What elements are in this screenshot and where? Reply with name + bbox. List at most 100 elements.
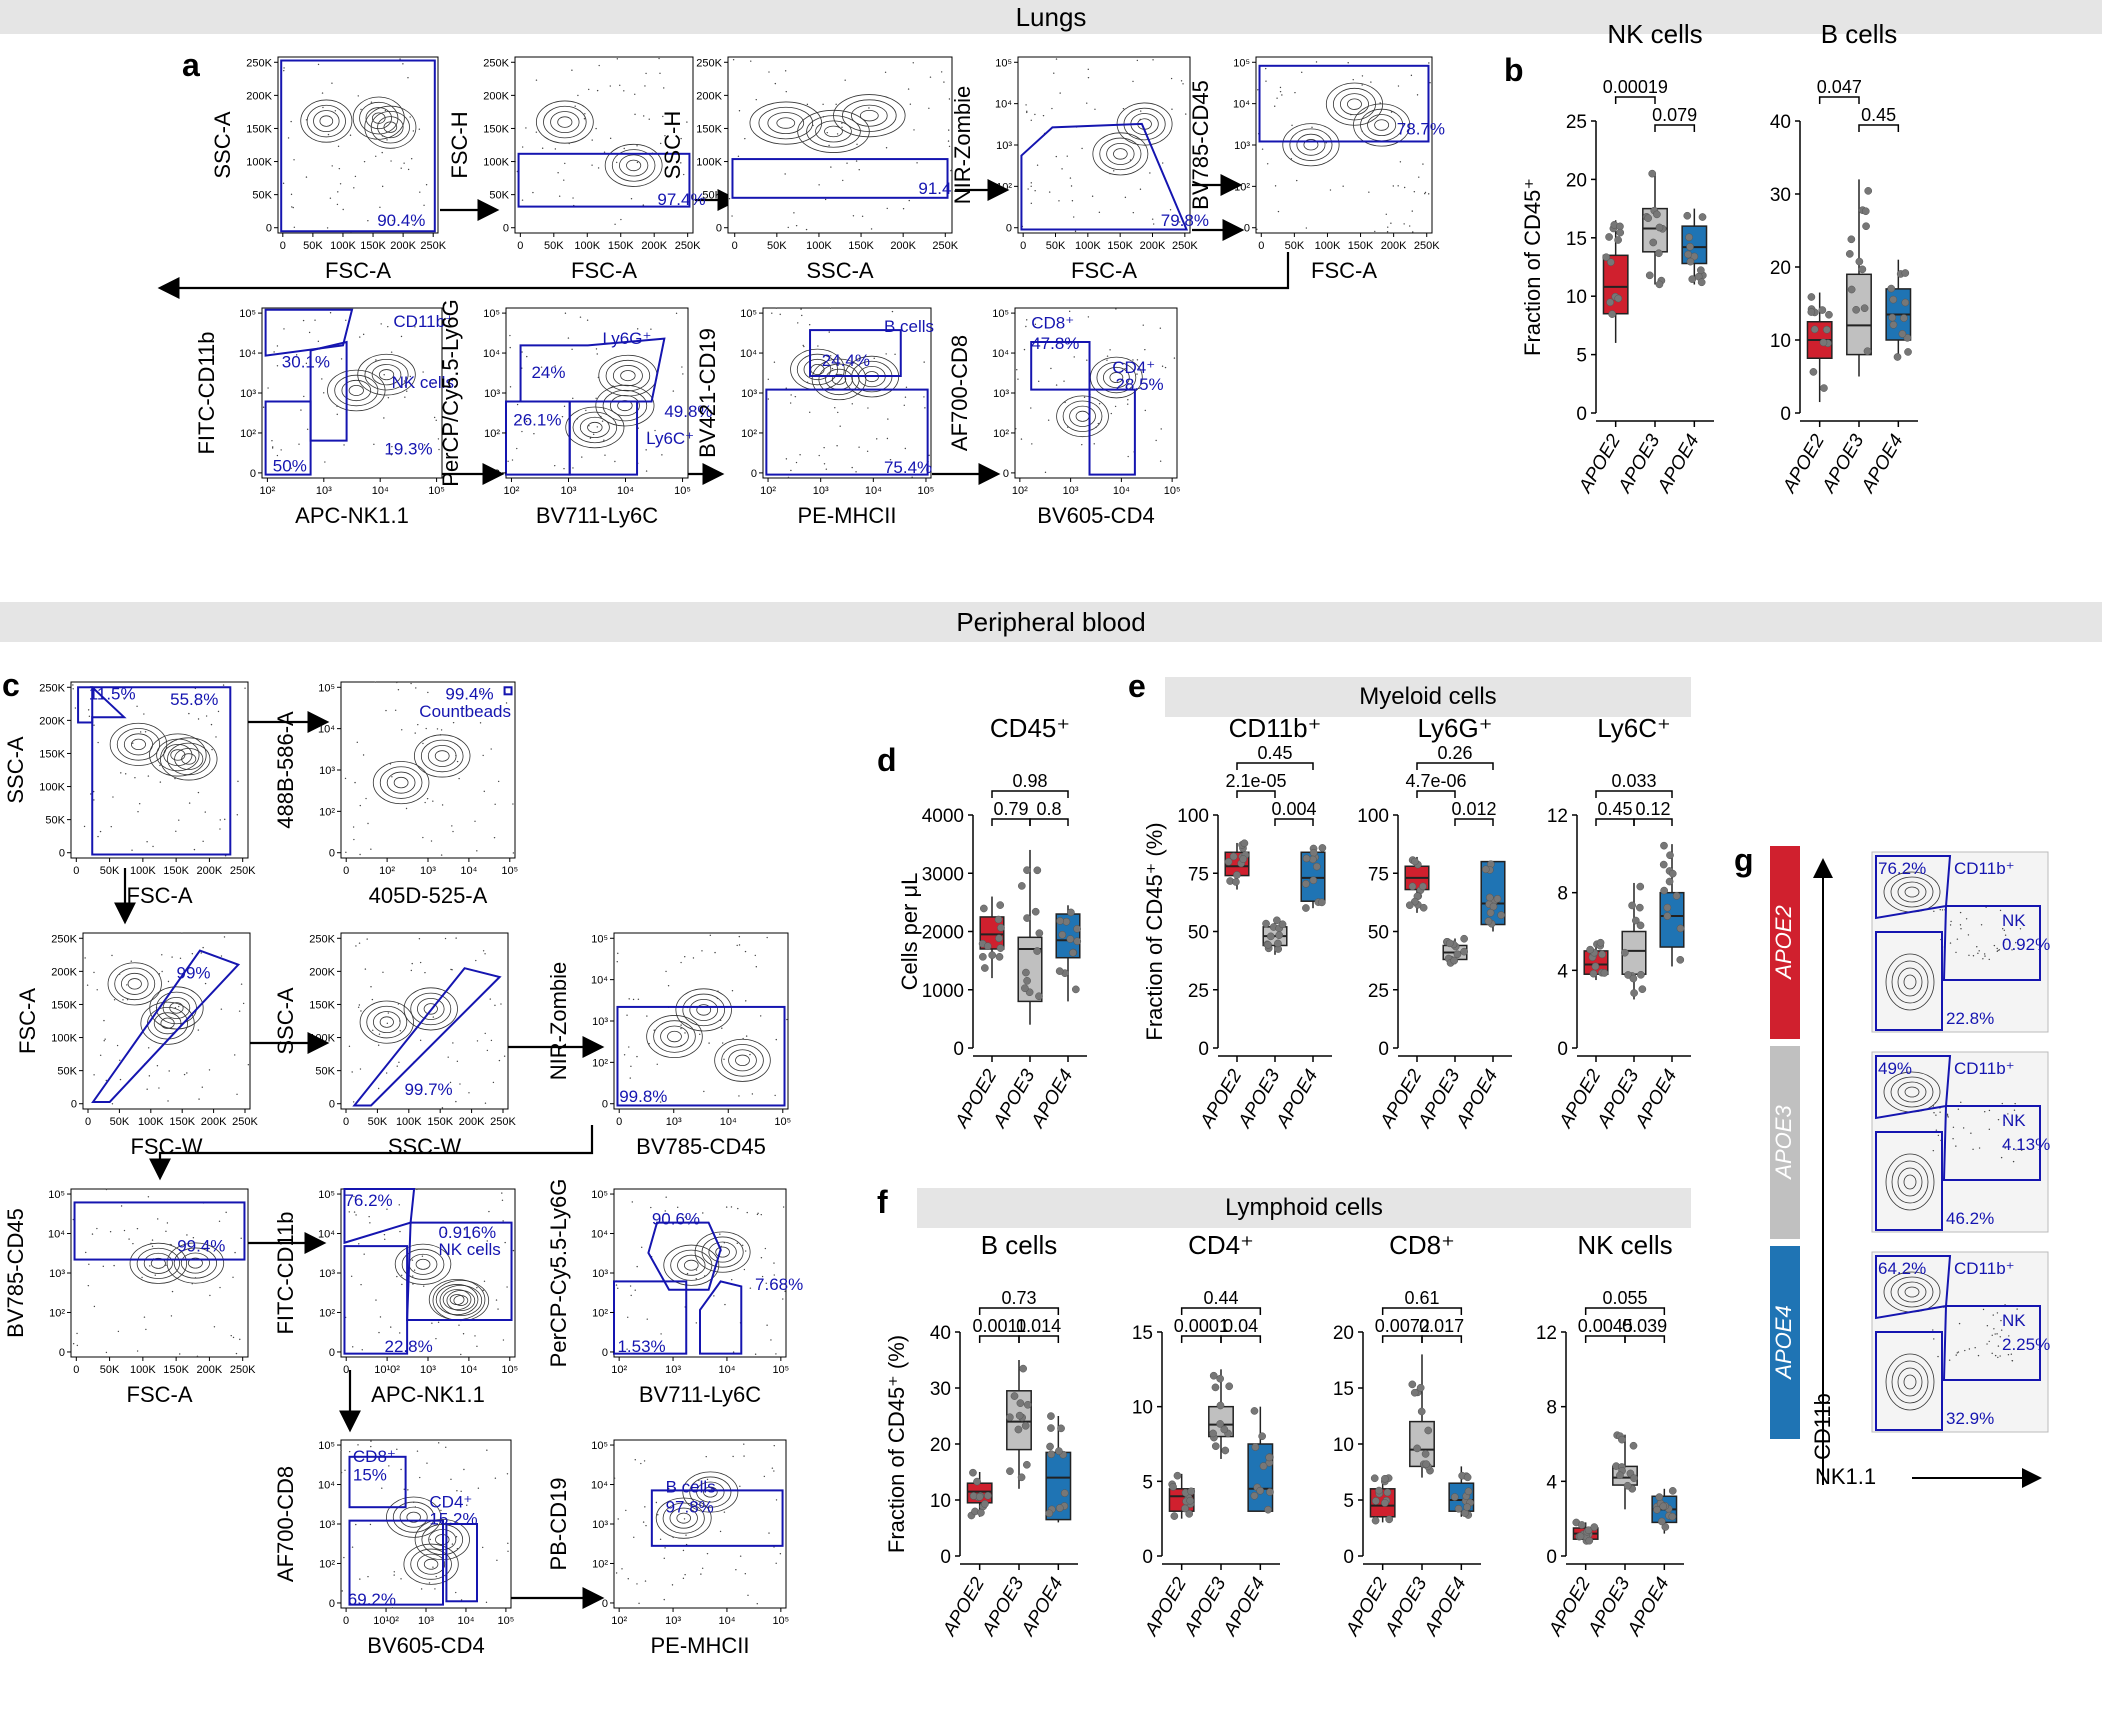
g-nk-label: NK	[2002, 911, 2026, 930]
p-value: 4.7e-06	[1405, 771, 1466, 791]
event-dot	[175, 830, 177, 832]
event-dot	[741, 1244, 744, 1247]
event-dot	[648, 118, 650, 120]
event-dot	[282, 182, 285, 185]
event-dot	[632, 998, 635, 1001]
event-dot	[1152, 59, 1154, 61]
event-dot	[117, 1330, 120, 1333]
data-point	[1417, 1407, 1426, 1416]
significance-bracket	[1381, 1307, 1463, 1315]
event-dot	[692, 957, 695, 959]
data-point	[1698, 213, 1707, 221]
gate-label: 55.8%	[170, 690, 218, 709]
gate-0	[503, 686, 513, 696]
data-point	[1484, 917, 1493, 926]
event-dot	[645, 449, 647, 451]
event-dot	[353, 1195, 355, 1198]
gate-label: 22.8%	[385, 1337, 433, 1356]
event-dot	[138, 802, 141, 805]
y-tick-label: 250K	[51, 933, 77, 945]
gate-2	[343, 1245, 409, 1355]
data-point	[1033, 947, 1042, 955]
x-axis-label: BV785-CD45	[636, 1134, 766, 1159]
significance-bracket	[1454, 818, 1494, 826]
event-dot	[903, 404, 905, 407]
event-dot	[1933, 910, 1935, 912]
event-dot	[403, 380, 406, 382]
p-value: 0.45	[1861, 105, 1896, 125]
contour	[676, 1512, 691, 1524]
contour	[663, 1244, 720, 1286]
event-dot	[93, 799, 95, 801]
p-value: 0.014	[1016, 1316, 1061, 1336]
event-dot	[645, 470, 648, 472]
event-dot	[406, 390, 408, 392]
event-dot	[908, 199, 910, 202]
contour	[620, 370, 636, 382]
event-dot	[498, 1059, 501, 1062]
plot-frame	[82, 932, 251, 1110]
event-dot	[1932, 1105, 1935, 1107]
event-dot	[240, 1237, 242, 1240]
event-dot	[175, 739, 177, 741]
event-dot	[503, 1055, 506, 1057]
y-axis-label: FSC-H	[447, 111, 472, 178]
event-dot	[1972, 1148, 1974, 1151]
event-dot	[418, 128, 421, 130]
event-dot	[904, 447, 907, 450]
density-contours	[535, 100, 663, 187]
event-dot	[1301, 71, 1303, 74]
event-dot	[371, 998, 374, 1001]
event-dot	[191, 1283, 193, 1285]
gate-0	[809, 329, 902, 378]
event-dot	[205, 715, 208, 717]
event-dot	[861, 215, 864, 217]
contour	[1890, 1076, 1934, 1108]
gate-0	[1020, 122, 1189, 231]
contour	[379, 1016, 394, 1028]
event-dot	[616, 58, 619, 60]
g-cd11b-pct: 49%	[1878, 1059, 1912, 1078]
event-dot	[1392, 185, 1394, 187]
event-dot	[858, 169, 860, 171]
event-dot	[1361, 75, 1364, 77]
event-dot	[329, 197, 332, 199]
contour	[1897, 1081, 1927, 1103]
event-dot	[744, 1250, 747, 1252]
event-dot	[1329, 189, 1332, 191]
event-dot	[1109, 349, 1111, 351]
event-dot	[1063, 380, 1065, 382]
event-dot	[886, 207, 888, 210]
gate-0	[1030, 341, 1091, 391]
event-dot	[400, 1468, 402, 1471]
event-dot	[300, 409, 302, 411]
event-dot	[876, 438, 878, 440]
event-dot	[609, 85, 611, 87]
event-dot	[123, 1229, 126, 1232]
y-tick-label: 200K	[51, 966, 77, 978]
event-dot	[1149, 379, 1152, 381]
event-dot	[784, 1290, 786, 1293]
event-dot	[381, 135, 384, 137]
event-dot	[186, 1072, 188, 1074]
event-dot	[381, 151, 383, 154]
p-value: 0.44	[1203, 1288, 1238, 1308]
event-dot	[823, 446, 825, 449]
event-dot	[357, 1444, 359, 1446]
event-dot	[1932, 1149, 1935, 1152]
event-dot	[105, 1351, 108, 1354]
event-dot	[719, 1233, 721, 1235]
x-tick-label: 10⁵	[772, 1364, 789, 1376]
x-tick-label: 10²	[611, 1364, 627, 1376]
event-dot	[188, 802, 191, 804]
event-dot	[596, 89, 599, 92]
contour	[776, 117, 796, 129]
event-dot	[831, 367, 834, 370]
myeloid-header: Myeloid cells	[1165, 677, 1691, 717]
event-dot	[87, 1284, 90, 1287]
event-dot	[702, 1212, 704, 1214]
gate-label: CD4⁺	[1112, 358, 1155, 377]
data-point	[979, 952, 987, 961]
event-dot	[723, 1511, 726, 1513]
y-tick-label: 10³	[319, 1519, 335, 1531]
